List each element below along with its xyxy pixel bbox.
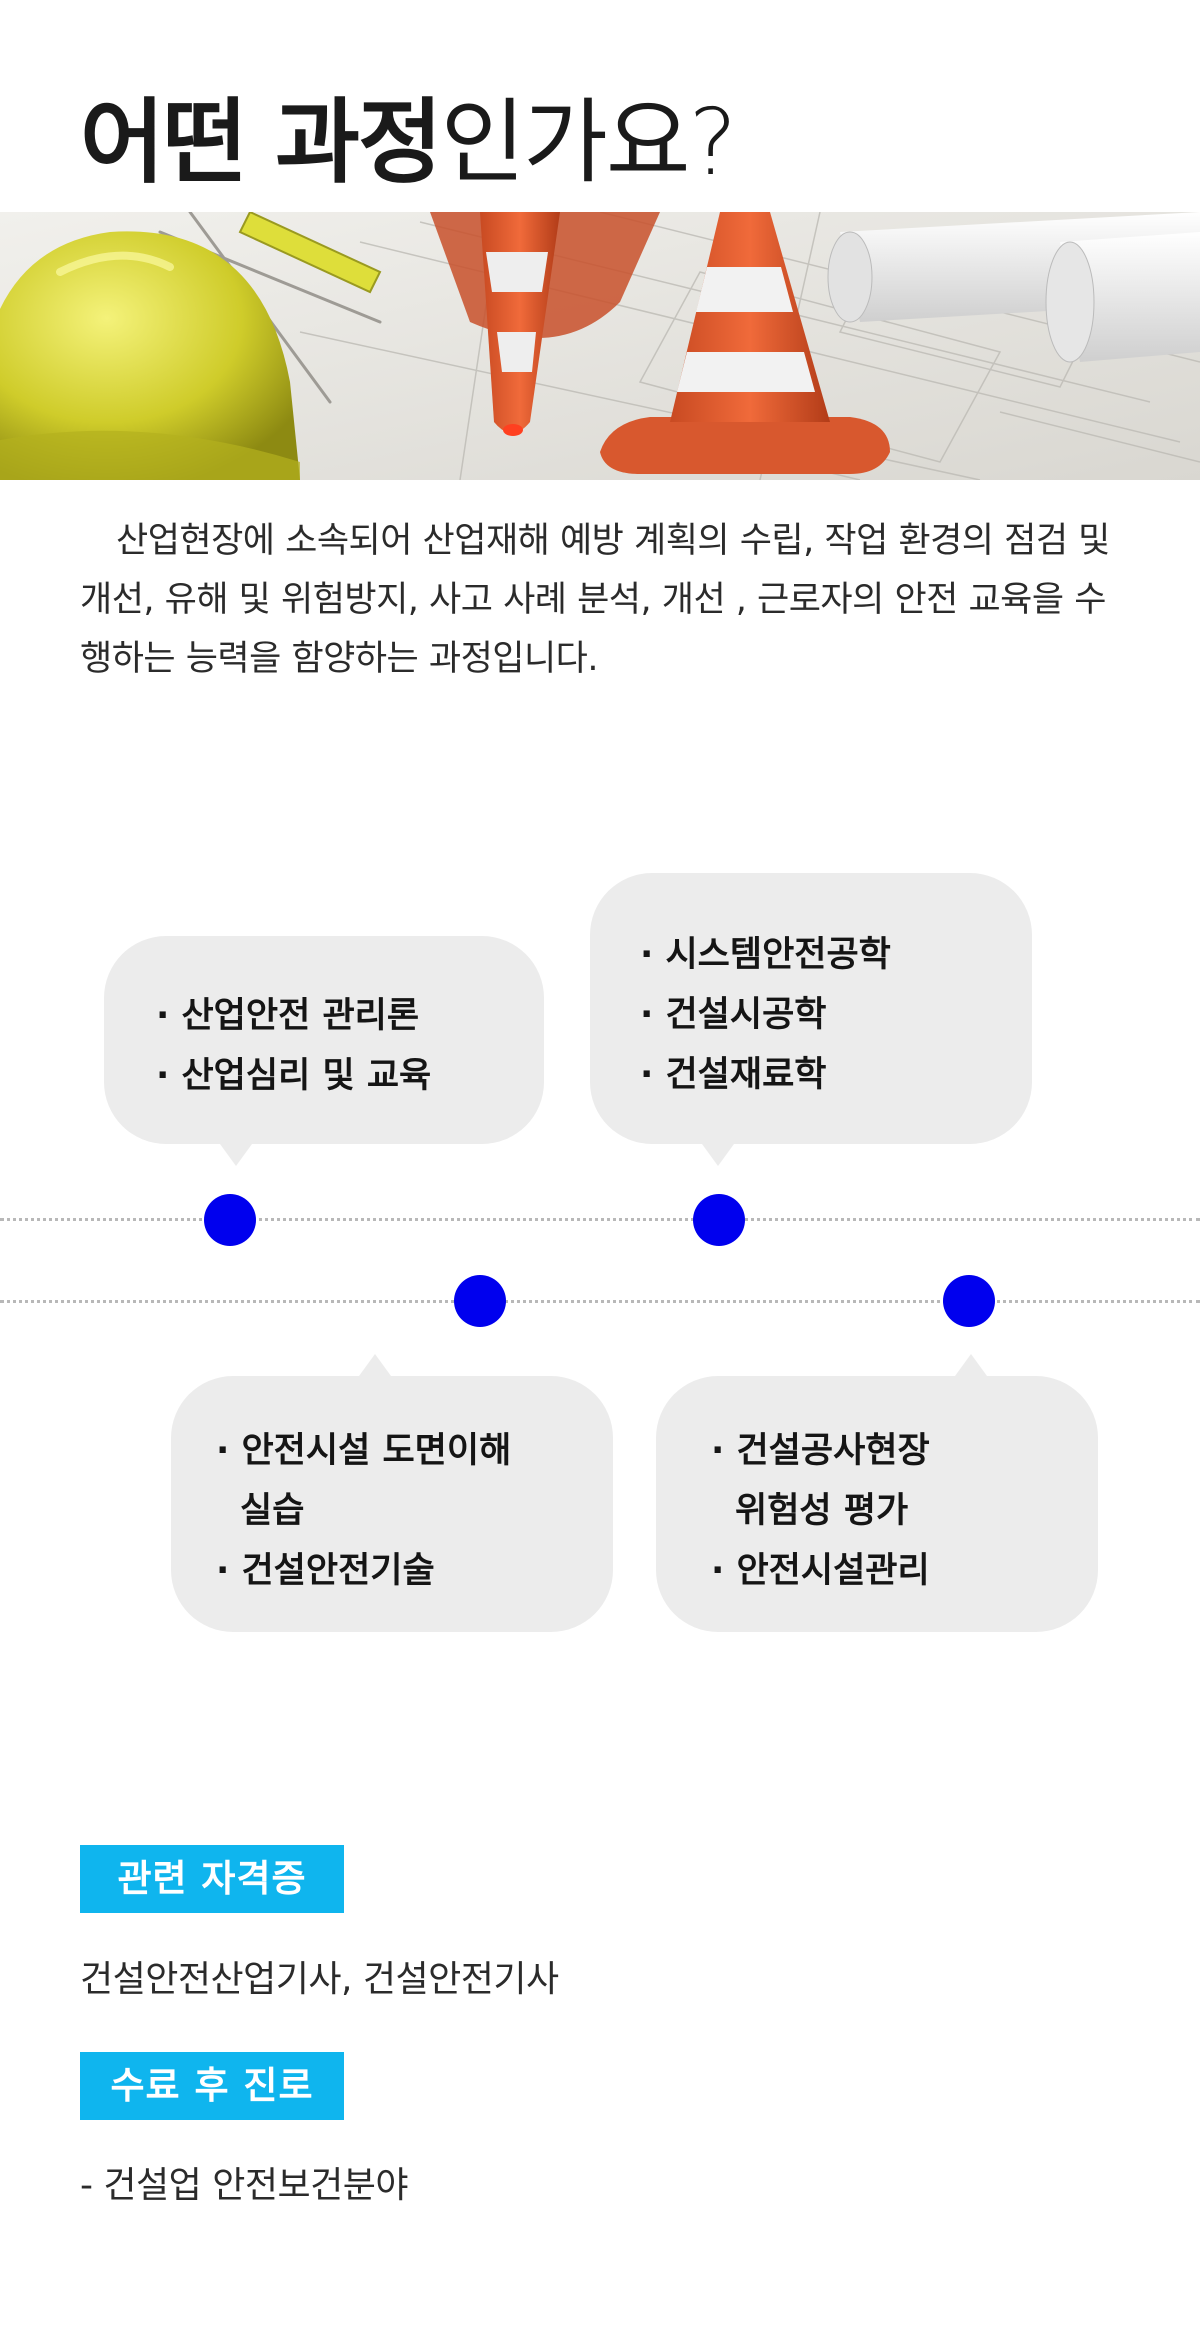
timeline-dot <box>693 1194 745 1246</box>
career-label: 수료 후 진로 <box>80 2052 344 2120</box>
course-bubble: · 시스템안전공학 · 건설시공학 · 건설재료학 <box>590 873 1032 1166</box>
page-title: 어떤 과정인가요? <box>80 88 738 198</box>
course-bubble: · 건설공사현장 위험성 평가 · 안전시설관리 <box>656 1354 1098 1632</box>
course-item: · 건설안전기술 <box>216 1551 435 1591</box>
title-light: 인가요? <box>440 89 738 196</box>
title-bold: 어떤 과정 <box>80 89 443 196</box>
course-item: · 건설공사현장 <box>711 1431 930 1471</box>
certificate-label: 관련 자격증 <box>80 1845 344 1913</box>
course-item: · 산업심리 및 교육 <box>156 1056 432 1096</box>
course-item: · 안전시설관리 <box>711 1551 930 1591</box>
course-item: 실습 <box>240 1491 305 1531</box>
course-item: · 산업안전 관리론 <box>156 996 420 1036</box>
timeline-line-top <box>0 1218 1200 1221</box>
timeline-dot <box>204 1194 256 1246</box>
course-item: · 건설시공학 <box>640 995 827 1035</box>
timeline-line-bottom <box>0 1300 1200 1303</box>
course-item: 위험성 평가 <box>735 1491 909 1531</box>
course-bubble: · 산업안전 관리론 · 산업심리 및 교육 <box>104 936 544 1166</box>
hero-image <box>0 212 1200 480</box>
course-item: · 건설재료학 <box>640 1055 827 1095</box>
course-item: · 시스템안전공학 <box>640 935 891 975</box>
intro-text: 산업현장에 소속되어 산업재해 예방 계획의 수립, 작업 환경의 점검 및 개… <box>80 521 1110 679</box>
career-value: - 건설업 안전보건분야 <box>80 2165 408 2206</box>
certificate-value: 건설안전산업기사, 건설안전기사 <box>80 1959 559 2000</box>
timeline-dot <box>454 1275 506 1327</box>
course-item: · 안전시설 도면이해 <box>216 1431 512 1471</box>
timeline-dot <box>943 1275 995 1327</box>
course-bubble: · 안전시설 도면이해 실습 · 건설안전기술 <box>171 1354 613 1632</box>
construction-photo <box>0 212 1200 480</box>
